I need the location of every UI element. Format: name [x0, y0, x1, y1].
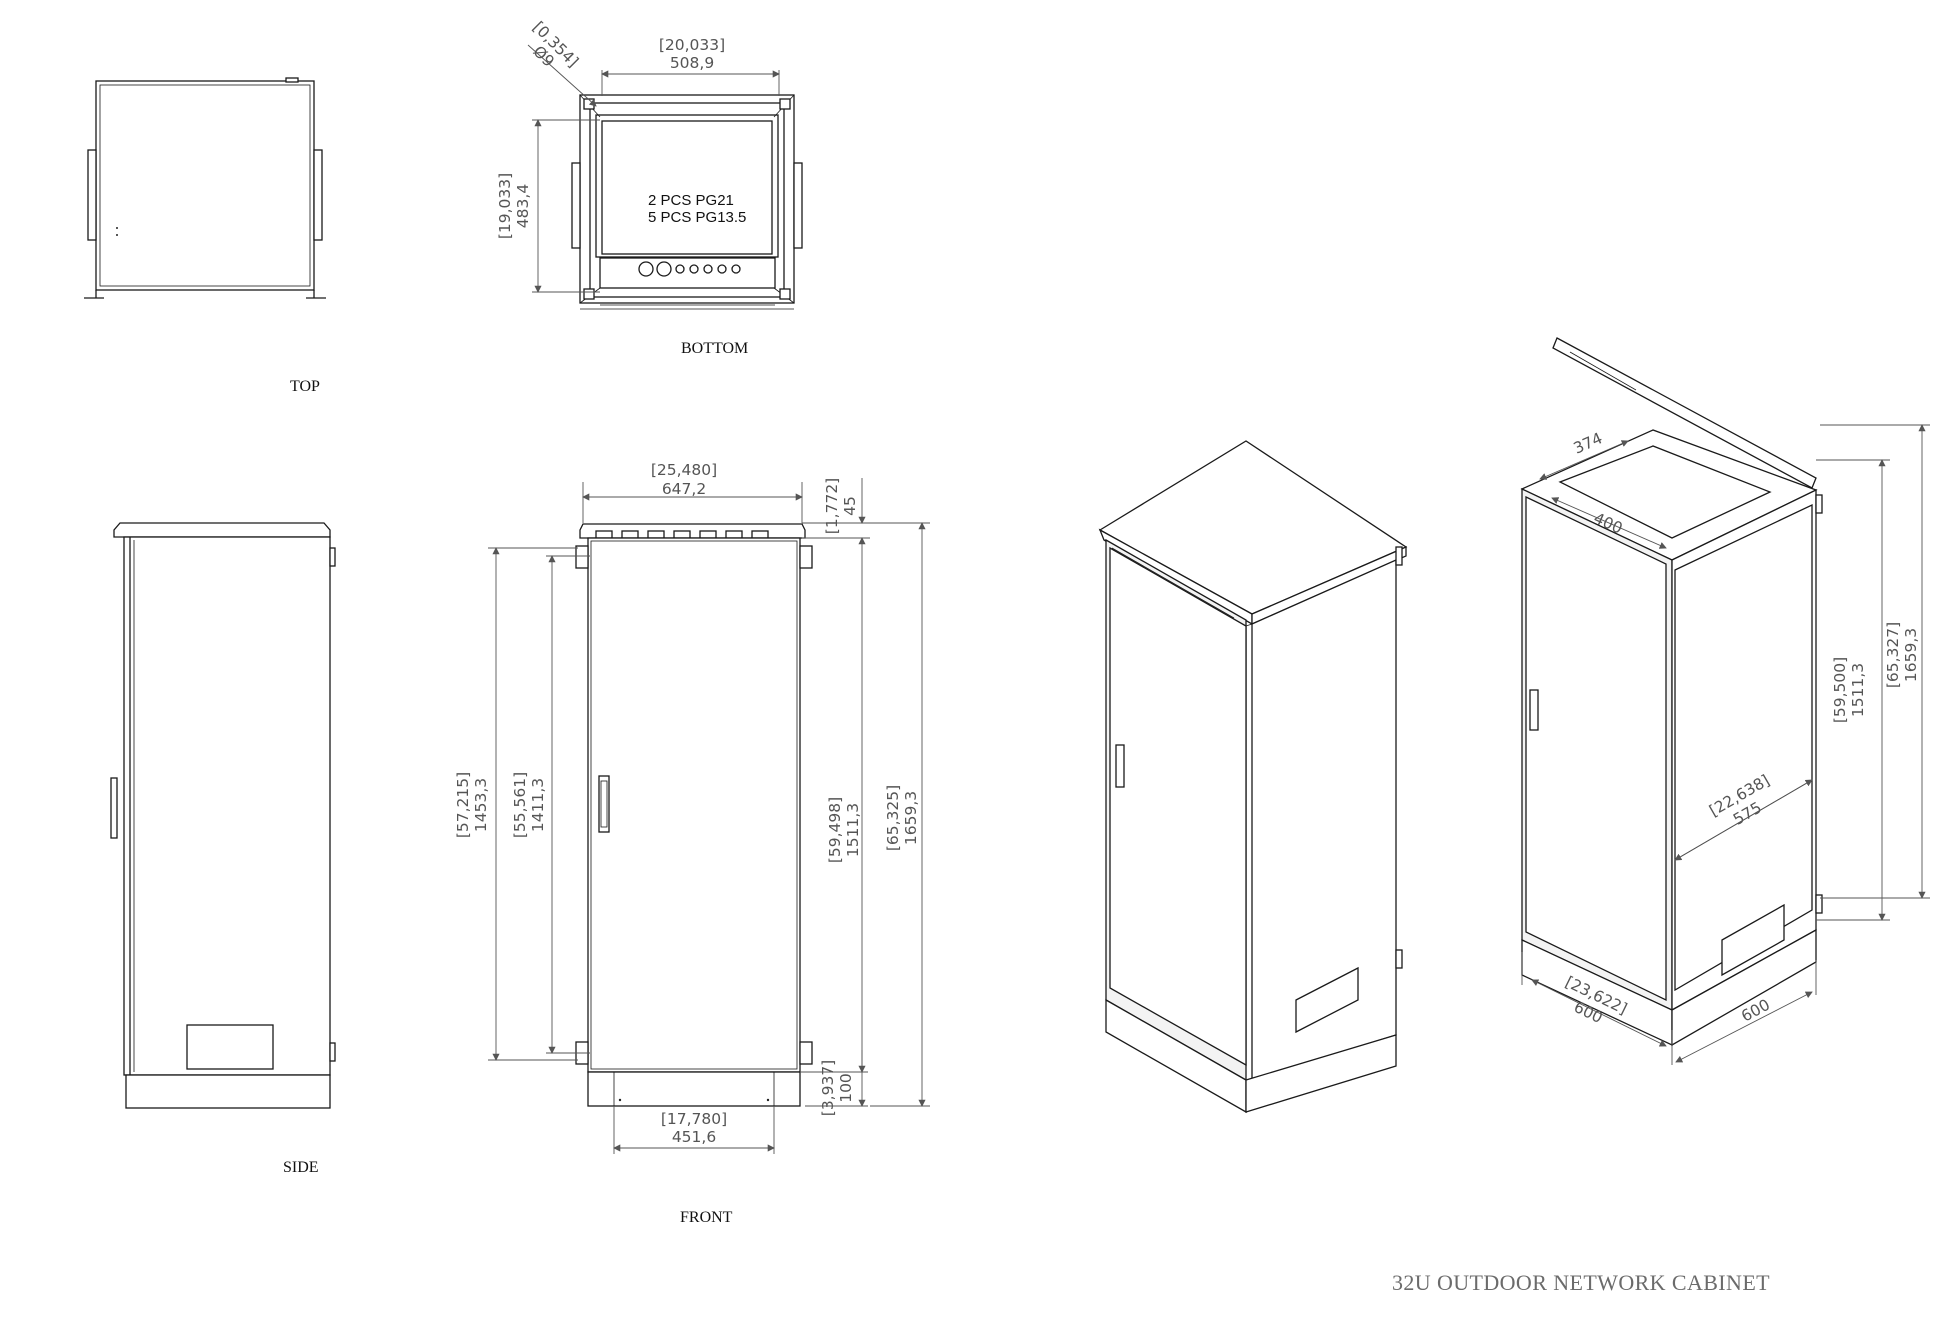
bottom-width-mm: 508,9 [670, 54, 714, 72]
side-view-label: SIDE [283, 1159, 319, 1176]
iso-body-height-in: [59,500] [1831, 657, 1849, 723]
bottom-width-in: [20,033] [659, 36, 725, 54]
hole-dia-in: [0,354] [529, 18, 582, 71]
bottom-depth-mm: 483,4 [514, 184, 532, 228]
top-view: TOP [84, 77, 326, 395]
total-height-mm: 1659,3 [902, 791, 920, 845]
outer-height-in: [57,215] [454, 772, 472, 838]
side-view: SIDE [110, 522, 336, 1176]
plinth-height-in: [3,937] [819, 1060, 837, 1116]
inner-height-in: [55,561] [511, 772, 529, 838]
front-view: [25,480] 647,2 [1,772] 45 [57,215] 1453,… [454, 461, 930, 1226]
front-view-label: FRONT [680, 1209, 733, 1226]
gland-note-pg13: 5 PCS PG13.5 [648, 209, 746, 226]
iso-total-height-in: [65,327] [1884, 622, 1902, 688]
front-width-in: [25,480] [651, 461, 717, 479]
bottom-view-label: BOTTOM [681, 340, 748, 357]
bottom-depth-in: [19,033] [496, 173, 514, 239]
body-height-in: [59,498] [826, 797, 844, 863]
iso-total-height-mm: 1659,3 [1902, 628, 1920, 682]
outer-height-mm: 1453,3 [472, 778, 490, 832]
plinth-width-mm: 451,6 [672, 1128, 716, 1146]
body-height-mm: 1511,3 [844, 803, 862, 857]
plinth-width-in: [17,780] [661, 1110, 727, 1128]
roof-height-mm: 45 [841, 496, 859, 516]
drawing-title: 32U OUTDOOR NETWORK CABINET [1392, 1270, 1770, 1295]
gland-note-pg21: 2 PCS PG21 [648, 192, 734, 209]
plinth-height-mm: 100 [837, 1073, 855, 1103]
total-height-in: [65,325] [884, 785, 902, 851]
inner-height-mm: 1411,3 [529, 778, 547, 832]
roof-height-in: [1,772] [823, 478, 841, 534]
iso-body-height-mm: 1511,3 [1849, 663, 1867, 717]
cable-gland-holes [638, 261, 741, 277]
vent-slots [595, 530, 769, 539]
iso-open-view: 374 400 [59,500] 1511,3 [65,327] 1659,3 … [1520, 337, 1930, 1065]
iso-closed-view [1098, 440, 1408, 1114]
bottom-view: 2 PCS PG21 5 PCS PG13.5 [20,033] 508,9 [… [496, 18, 803, 357]
top-view-label: TOP [290, 378, 320, 395]
front-width-mm: 647,2 [662, 480, 706, 498]
